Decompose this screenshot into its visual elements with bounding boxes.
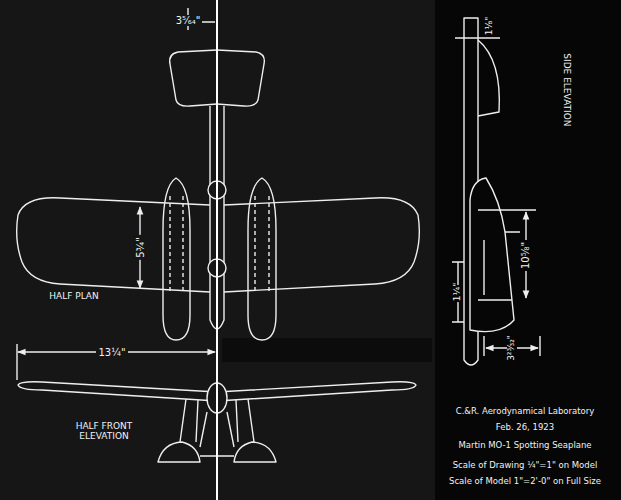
- tail-plane-right: [217, 50, 264, 106]
- float-front-right: [234, 442, 276, 462]
- float-side: [470, 178, 514, 332]
- float-hidden-line: [170, 196, 269, 292]
- dimension-text: 3²³⁄₃₂": [507, 333, 517, 363]
- dimension-text: 5¾": [135, 235, 146, 260]
- wing-front-left: [18, 382, 217, 401]
- dimension-text: 1⅛": [485, 17, 495, 36]
- view-title: HALF PLAN: [49, 292, 99, 302]
- note-text: Scale of Drawing ¼"=1" on Model: [453, 461, 598, 470]
- float-front-left: [158, 442, 200, 462]
- dimension-text: 3⁵⁄₆₄": [174, 15, 203, 26]
- note-text: Scale of Model 1"=2'-0" on Full Size: [449, 477, 601, 486]
- dimension-text: 13¼": [96, 347, 127, 358]
- view-title: HALF FRONT ELEVATION: [54, 422, 154, 442]
- wing-front-right: [217, 382, 416, 401]
- side-panel: [435, 0, 621, 500]
- view-title: SIDE ELEVATION: [561, 53, 571, 126]
- center-line: [216, 0, 218, 500]
- extension-line: [16, 344, 17, 380]
- tail-plane-left: [170, 50, 217, 106]
- note-text: Feb. 26, 1923: [496, 423, 554, 432]
- dimension-text: 10⅝": [521, 239, 532, 270]
- dimension-text: 1¼": [453, 283, 463, 302]
- wing-side: [478, 210, 536, 300]
- float-plan-right: [248, 178, 276, 340]
- fin-side: [478, 40, 499, 116]
- dark-patch: [222, 338, 432, 362]
- note-text: Martin MO-1 Spotting Seaplane: [458, 441, 591, 450]
- float-plan-left: [163, 178, 190, 340]
- dimension-line: [452, 262, 464, 322]
- note-text: C.&R. Aerodynamical Laboratory: [456, 407, 595, 416]
- wing-left: [17, 198, 210, 292]
- wing-right: [224, 198, 419, 292]
